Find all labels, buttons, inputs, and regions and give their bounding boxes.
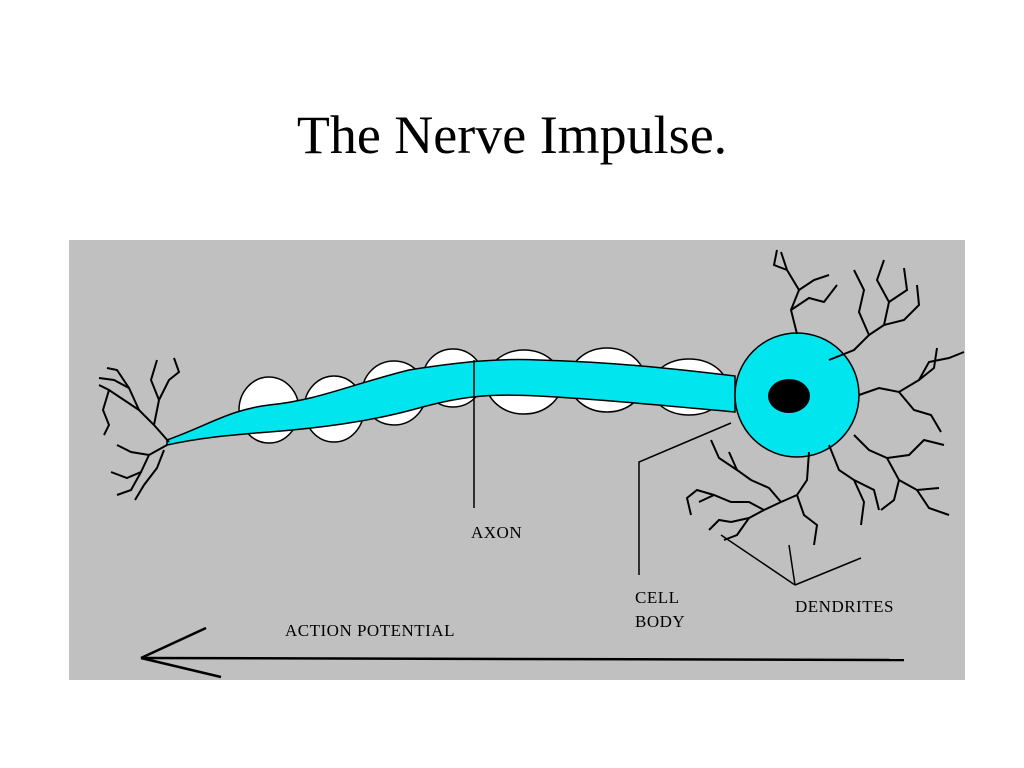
axon-label: AXON — [471, 523, 522, 542]
dendrites-leader-lines — [720, 534, 862, 586]
cell-body-leader-line — [638, 422, 732, 575]
slide-title: The Nerve Impulse. — [296, 105, 728, 165]
cell-body-label-line1: CELL — [635, 588, 680, 607]
neuron-diagram: AXON CELL BODY DENDRITES ACTION POTENTIA… — [69, 240, 965, 680]
cell-body-label-line2: BODY — [635, 612, 685, 631]
axon-terminals — [98, 357, 181, 501]
action-potential-arrow — [140, 626, 905, 679]
dendrites — [685, 249, 965, 546]
diagram-panel — [69, 240, 965, 680]
nucleus — [768, 379, 810, 413]
action-potential-label: ACTION POTENTIAL — [285, 621, 455, 640]
axon — [166, 358, 736, 446]
dendrites-label: DENDRITES — [795, 597, 894, 616]
